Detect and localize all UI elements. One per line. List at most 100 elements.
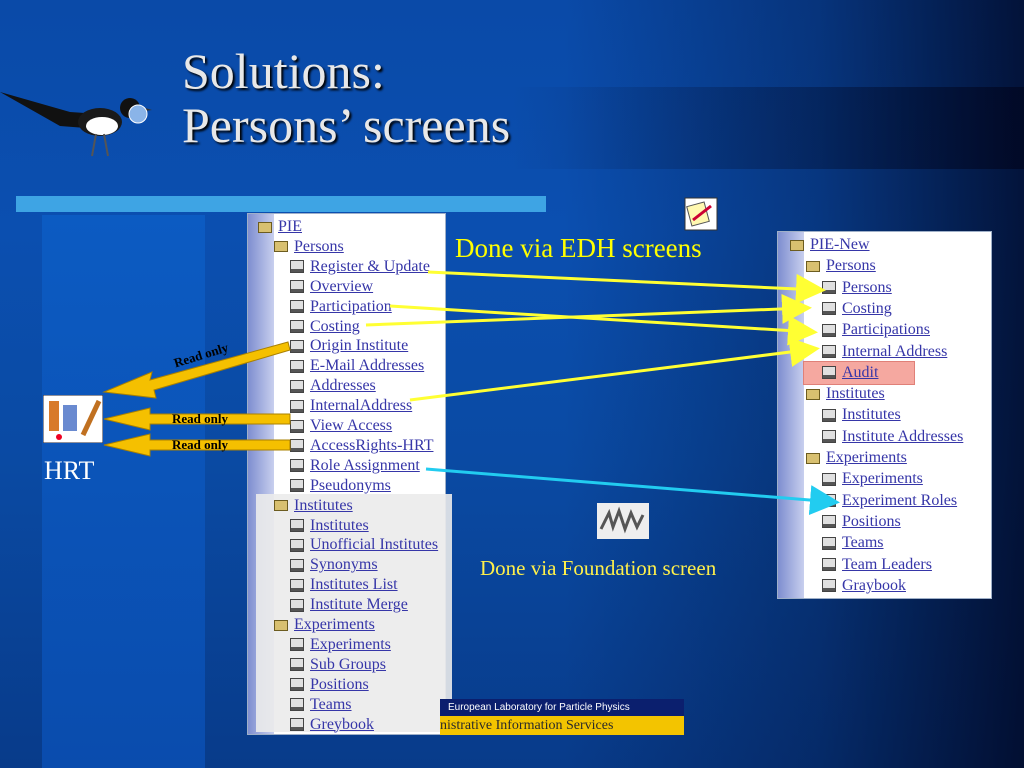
right-tree-item-label: Experiments	[842, 470, 923, 488]
left-tree-item[interactable]: Teams	[290, 696, 352, 714]
left-tree-item[interactable]: Institutes	[274, 497, 353, 515]
screen-icon	[822, 579, 836, 593]
right-tree-item[interactable]: Persons	[806, 257, 876, 275]
left-tree-item-label: Experiments	[310, 635, 391, 653]
arrow-internaladdress-to-internal-address	[409, 337, 820, 402]
left-tree-item[interactable]: AccessRights-HRT	[290, 437, 433, 455]
screen-icon	[290, 718, 304, 731]
left-tree-item-label: Participation	[310, 297, 392, 315]
magpie-logo-icon	[0, 92, 152, 157]
screen-icon	[822, 558, 836, 571]
left-tree-item[interactable]: Costing	[290, 318, 360, 336]
screen-icon	[290, 339, 304, 353]
left-tree-item-label: View Access	[310, 417, 393, 434]
screen-icon	[290, 519, 304, 532]
right-tree-item-label: Costing	[842, 299, 892, 317]
footer-lab-name: European Laboratory for Particle Physics	[440, 699, 684, 716]
foundation-scribble-icon	[597, 503, 649, 539]
screen-icon	[822, 345, 836, 358]
left-tree-item[interactable]: Experiments	[290, 636, 391, 654]
left-tree-item[interactable]: Synonyms	[290, 556, 378, 574]
right-tree-item[interactable]: Institute Addresses	[822, 428, 963, 446]
left-tree-item[interactable]: E-Mail Addresses	[290, 357, 424, 375]
left-tree-item[interactable]: InternalAddress	[290, 397, 412, 415]
screen-icon	[290, 598, 304, 612]
right-tree-item[interactable]: Institutes	[822, 406, 901, 424]
left-decor-strip	[42, 215, 205, 768]
screen-icon	[822, 366, 836, 380]
screen-icon	[822, 536, 836, 550]
folder-icon	[806, 260, 820, 272]
screen-icon	[290, 538, 304, 552]
left-tree-item-label: Persons	[294, 237, 344, 255]
right-tree-item[interactable]: PIE-New	[790, 236, 870, 254]
readonly-arrow-2	[103, 407, 291, 431]
left-tree-item[interactable]: Unofficial Institutes	[290, 536, 438, 554]
right-tree-item[interactable]: Internal Address	[822, 343, 947, 361]
folder-icon	[806, 452, 820, 464]
screen-icon	[290, 578, 304, 592]
arrow-role-to-experiment-roles	[425, 467, 840, 516]
folder-icon	[274, 500, 288, 512]
readonly-arrow-3	[103, 433, 291, 457]
left-tree-item-label: Overview	[310, 277, 374, 295]
left-tree-item-label: Addresses	[310, 377, 376, 395]
hrt-label: HRT	[44, 456, 95, 485]
left-tree-item[interactable]: Register & Update	[290, 258, 430, 276]
right-tree-item[interactable]: Graybook	[822, 577, 906, 595]
right-tree-item[interactable]: Participations	[822, 321, 930, 339]
left-tree-item[interactable]: Role Assignment	[290, 457, 420, 475]
left-tree-item[interactable]: Institutes List	[290, 576, 398, 594]
screen-icon	[290, 479, 304, 493]
left-tree-item-label: Register & Update	[310, 257, 430, 275]
right-tree-item-label: Graybook	[842, 576, 906, 594]
right-tree-item-label: Institutes	[842, 406, 901, 424]
right-tree-item[interactable]: Costing	[822, 300, 892, 318]
left-tree-item[interactable]: Pseudonyms	[290, 477, 391, 495]
folder-icon	[806, 388, 820, 400]
right-tree-item[interactable]: Audit	[822, 364, 878, 382]
folder-icon	[790, 239, 804, 251]
left-tree-item[interactable]: PIE	[258, 218, 302, 236]
right-tree-item-label: Internal Address	[842, 342, 948, 360]
left-tree-item[interactable]: Origin Institute	[290, 337, 408, 355]
left-tree-item[interactable]: Positions	[290, 676, 369, 694]
right-tree-item[interactable]: Positions	[822, 513, 901, 531]
readonly-arrow-1	[102, 341, 291, 399]
left-tree-item[interactable]: Experiments	[274, 616, 375, 634]
left-tree-item[interactable]: Institute Merge	[290, 596, 408, 614]
screen-icon	[822, 408, 836, 422]
left-tree-item[interactable]: Greybook	[290, 716, 374, 734]
right-tree-item[interactable]: Team Leaders	[822, 556, 932, 574]
left-tree-item-label: Institute Merge	[310, 596, 408, 614]
left-tree-item[interactable]: Sub Groups	[290, 656, 386, 674]
left-tree-item-label: Positions	[310, 675, 369, 693]
right-tree-item-label: Institute Addresses	[842, 427, 964, 445]
left-tree-item-label: Institutes List	[310, 576, 398, 594]
footer-ais-name: nistrative Information Services	[440, 716, 684, 735]
right-tree-item[interactable]: Teams	[822, 534, 884, 552]
right-tree-item[interactable]: Institutes	[806, 385, 885, 403]
screen-icon	[822, 323, 836, 337]
edh-label: Done via EDH screens	[455, 233, 702, 263]
left-tree-item[interactable]: Addresses	[290, 377, 376, 395]
left-tree-item-label: Unofficial Institutes	[310, 536, 439, 554]
right-tree-item[interactable]: Experiments	[806, 449, 907, 467]
screen-icon	[822, 430, 836, 444]
left-tree-item[interactable]: Overview	[290, 278, 373, 296]
readonly-label-2: Read only	[172, 411, 228, 426]
left-tree-item-label: E-Mail Addresses	[310, 357, 425, 375]
right-tree-item-label: Experiment Roles	[842, 491, 958, 509]
screen-icon	[290, 698, 304, 712]
screen-icon	[290, 419, 304, 433]
left-tree-item-label: AccessRights-HRT	[310, 436, 434, 454]
left-tree-item[interactable]: Institutes	[290, 517, 369, 535]
right-tree-item-label: Institutes	[826, 385, 885, 403]
title-underline-bar	[16, 196, 546, 212]
foundation-label: Done via Foundation screen	[480, 556, 717, 580]
left-tree-item[interactable]: Persons	[274, 238, 344, 256]
right-tree-item[interactable]: Experiments	[822, 470, 923, 488]
arrow-register-to-persons	[427, 270, 826, 304]
left-tree-item[interactable]: Participation	[290, 298, 392, 316]
left-tree-item[interactable]: View Access	[290, 417, 392, 435]
